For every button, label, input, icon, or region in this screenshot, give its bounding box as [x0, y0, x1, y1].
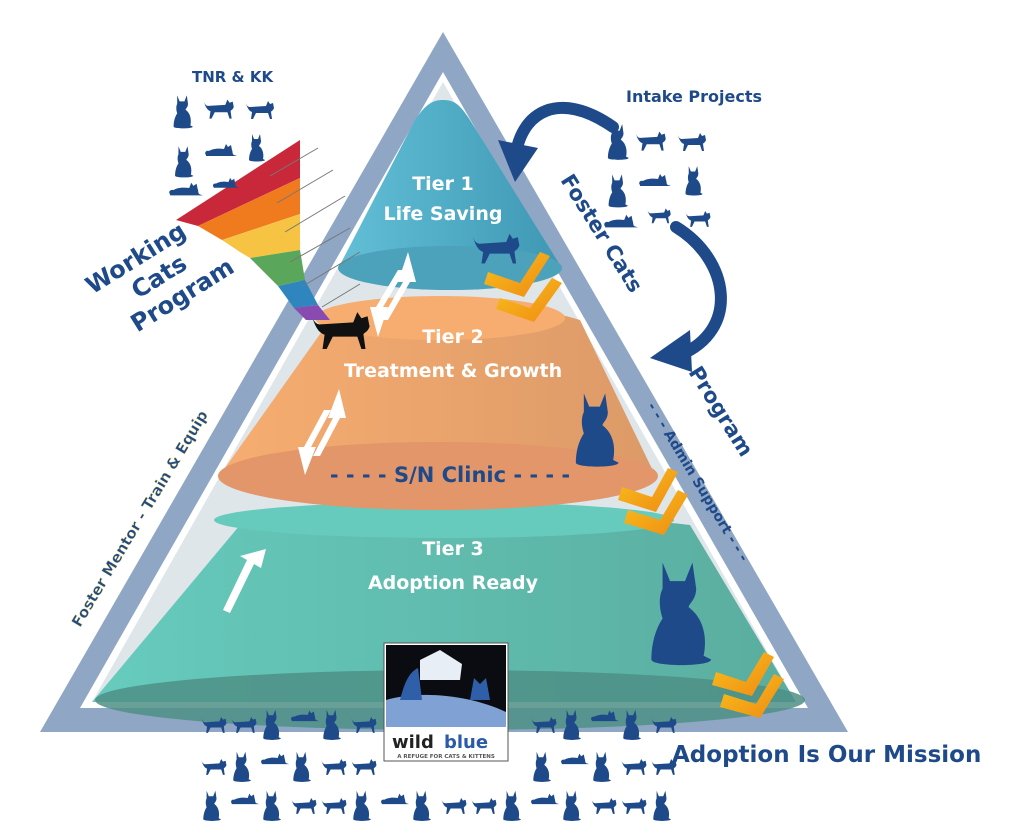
cat-icon	[263, 790, 281, 821]
curved-arrow-intake-to-tier1	[498, 102, 619, 182]
cat-icons-intake-cluster	[604, 124, 711, 228]
wildblue-logo: wild blue A REFUGE FOR CATS & KITTENS	[383, 642, 509, 762]
funnel-band-4	[250, 250, 305, 286]
cat-icon	[290, 797, 317, 814]
funnel-band-5	[278, 280, 318, 308]
cat-icon	[200, 758, 227, 775]
tier-1-title: Tier 1	[412, 173, 474, 195]
cat-icon	[590, 797, 617, 814]
tier-1-subtitle: Life Saving	[384, 203, 503, 225]
cat-icon	[231, 793, 260, 805]
cat-icon	[413, 790, 431, 821]
cat-icon	[320, 758, 347, 775]
cat-icon	[440, 797, 467, 814]
clinic-label: - - - - S/N Clinic - - - -	[330, 463, 570, 487]
cat-icon	[563, 790, 581, 821]
tier-3-subtitle: Adoption Ready	[368, 572, 539, 594]
cat-icon	[593, 751, 611, 782]
cat-icon	[233, 751, 251, 782]
cat-icon	[503, 790, 521, 821]
cat-icon	[350, 758, 377, 775]
logo-wordmark-blue: blue	[444, 732, 488, 753]
cat-icon	[653, 790, 671, 821]
rainbow-funnel	[176, 140, 330, 320]
tnr-kk-label: TNR & KK	[192, 68, 274, 86]
logo-tagline: A REFUGE FOR CATS & KITTENS	[397, 754, 495, 760]
cat-icon	[620, 758, 647, 775]
tier-3-title: Tier 3	[422, 538, 484, 560]
funnel-pointer-lines	[269, 147, 361, 308]
funnel-band-2	[198, 178, 300, 240]
cat-icon	[381, 793, 410, 805]
cat-icon	[353, 790, 371, 821]
cat-icon	[561, 753, 590, 765]
bidirectional-arrow-tier1-tier2	[370, 252, 416, 337]
cat-icon	[203, 790, 221, 821]
bidirectional-arrow-tier2-clinic	[298, 389, 346, 475]
funnel-band-6	[294, 305, 330, 320]
cat-icon	[531, 793, 560, 805]
chevron-icons	[484, 252, 784, 718]
funnel-band-1	[176, 140, 300, 226]
intake-projects-label: Intake Projects	[626, 87, 762, 106]
cat-icon	[533, 751, 551, 782]
cat-icon	[620, 797, 647, 814]
program-label: Program	[684, 362, 758, 461]
cat-icon	[320, 797, 347, 814]
mission-statement: Adoption Is Our Mission	[672, 742, 981, 768]
logo-wordmark-wild: wild	[392, 732, 434, 753]
tier-2-subtitle: Treatment & Growth	[344, 360, 562, 382]
cat-icon	[293, 751, 311, 782]
funnel-band-3	[222, 214, 300, 258]
tier-2-title: Tier 2	[422, 326, 484, 348]
up-arrow-tier3	[223, 549, 266, 613]
cat-icon	[470, 797, 497, 814]
curved-arrow-intake-to-program	[650, 221, 727, 372]
cat-icon	[261, 753, 290, 765]
